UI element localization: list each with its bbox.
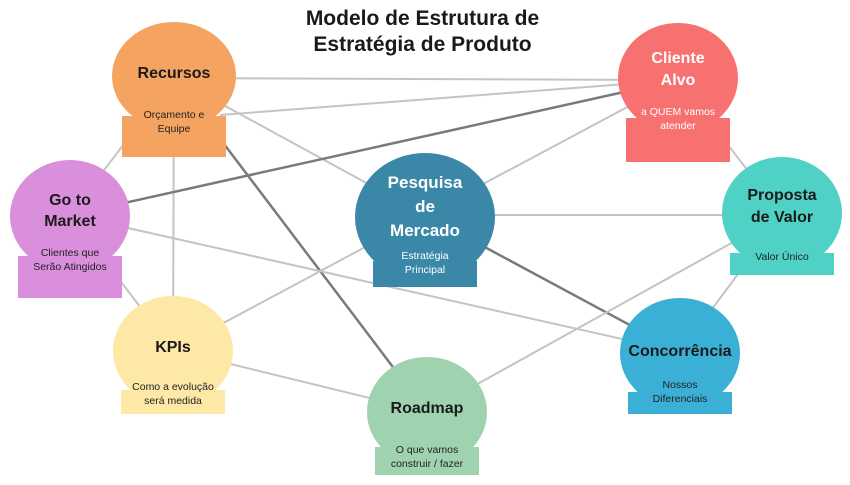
- connection-proposta-roadmap: [426, 214, 783, 413]
- node-concorrencia-box: [628, 392, 732, 414]
- node-kpis-label: KPIs: [155, 339, 191, 356]
- node-concorrencia-label: Concorrência: [628, 343, 732, 360]
- node-cliente-alvo-circle: [618, 23, 738, 133]
- node-go-to-market-circle: [10, 160, 130, 272]
- node-recursos-label: Recursos: [137, 65, 211, 82]
- diagram-title: Modelo de Estrutura de Estratégia de Pro…: [250, 6, 595, 58]
- title-line-2: Estratégia de Produto: [313, 33, 532, 56]
- connection-recursos-cliente_alvo: [173, 77, 679, 81]
- node-roadmap-box: [375, 447, 479, 475]
- node-proposta-valor-subtitle: Valor Único: [755, 251, 809, 263]
- node-proposta-valor-circle: [722, 157, 842, 269]
- node-roadmap-label: Roadmap: [390, 400, 464, 417]
- node-recursos-box: [122, 116, 226, 157]
- node-kpis-circle: [113, 296, 233, 406]
- node-cliente-alvo-box: [626, 118, 730, 162]
- title-line-1: Modelo de Estrutura de: [305, 7, 540, 30]
- node-pesquisa-mercado-circle: [355, 153, 495, 281]
- connection-cliente_alvo-go_to_market: [69, 78, 679, 217]
- node-proposta-valor-box: [730, 253, 834, 275]
- connection-cliente_alvo-recursos_box: [219, 79, 679, 116]
- node-kpis-box: [121, 390, 225, 414]
- node-recursos-circle: [112, 22, 236, 130]
- node-concorrencia-circle: [620, 298, 740, 408]
- node-go-to-market-box: [18, 256, 122, 298]
- node-pesquisa-mercado-box: [373, 261, 477, 287]
